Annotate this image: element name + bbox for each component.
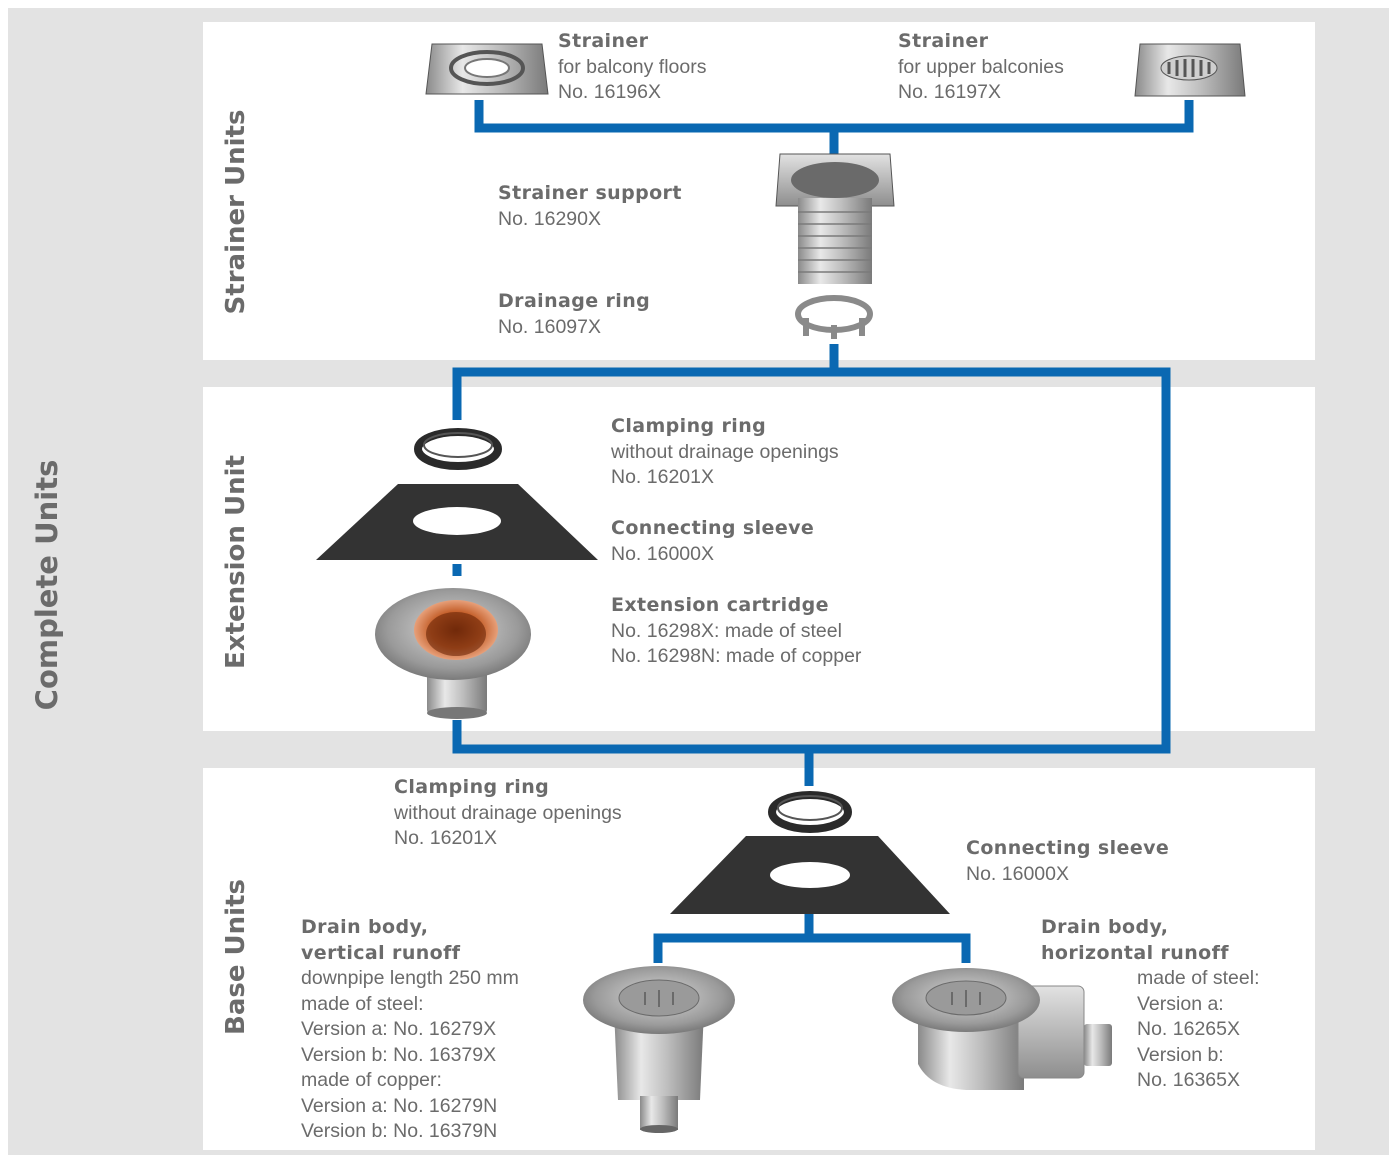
strainer-support-title: Strainer support: [498, 182, 682, 204]
drain-vertical-line: Version b: No. 16379N: [301, 1120, 498, 1142]
extension-cartridge-steel: No. 16298X: made of steel: [611, 619, 842, 642]
extension-connecting-sleeve-title: Connecting sleeve: [611, 517, 815, 539]
base-clamping-ring-image: [768, 791, 852, 833]
drain-vertical-label: Drain body, vertical runoff downpipe len…: [301, 915, 519, 1145]
extension-connecting-sleeve-number: No. 16000X: [611, 542, 714, 565]
drain-horizontal-line: Version b:: [1137, 1043, 1224, 1066]
extension-cartridge-label: Extension cartridge No. 16298X: made of …: [611, 593, 861, 670]
drain-vertical-line: made of steel:: [301, 992, 424, 1015]
drain-horizontal-title2: horizontal runoff: [1041, 941, 1229, 964]
drainage-ring-image: [795, 295, 873, 339]
drain-vertical-title2: vertical runoff: [301, 941, 461, 964]
strainer-balcony-title: Strainer: [558, 30, 649, 52]
drain-vertical-title1: Drain body,: [301, 916, 429, 938]
base-connecting-sleeve-number: No. 16000X: [966, 862, 1069, 885]
base-clamping-ring-line1: without drainage openings: [394, 801, 622, 824]
extension-cartridge-title: Extension cartridge: [611, 594, 829, 616]
strainer-support-image: [775, 153, 895, 284]
strainer-upper-image: [1134, 43, 1246, 97]
extension-clamping-ring-number: No. 16201X: [611, 466, 714, 488]
base-units-panel: [203, 768, 1315, 1150]
strainer-upper-line1: for upper balconies: [898, 55, 1064, 78]
drain-horizontal-image: [892, 968, 1112, 1090]
drainage-ring-label: Drainage ring No. 16097X: [498, 289, 650, 340]
drain-horizontal-line: No. 16265X: [1137, 1018, 1240, 1040]
strainer-upper-title: Strainer: [898, 30, 989, 52]
extension-clamping-ring-label: Clamping ring without drainage openings …: [611, 414, 839, 491]
drain-horizontal-line: made of steel:: [1137, 967, 1260, 989]
extension-cartridge-copper: No. 16298N: made of copper: [611, 645, 862, 667]
drain-vertical-line: Version a: No. 16279X: [301, 1018, 497, 1040]
drain-vertical-line: downpipe length 250 mm: [301, 967, 519, 989]
drain-horizontal-line: Version a:: [1137, 992, 1224, 1015]
drain-vertical-line: Version b: No. 16379X: [301, 1043, 497, 1066]
extension-connecting-sleeve-image: [316, 484, 598, 560]
drain-horizontal-line: No. 16365X: [1137, 1069, 1240, 1091]
strainer-balcony-line1: for balcony floors: [558, 55, 707, 78]
base-clamping-ring-title: Clamping ring: [394, 776, 550, 798]
base-clamping-ring-number: No. 16201X: [394, 827, 497, 849]
strainer-upper-number: No. 16197X: [898, 81, 1001, 103]
drain-horizontal-title-label: Drain body, horizontal runoff: [1041, 915, 1229, 966]
strainer-upper-label: Strainer for upper balconies No. 16197X: [898, 29, 1064, 106]
base-connecting-sleeve-title: Connecting sleeve: [966, 837, 1170, 859]
drain-vertical-line: Version a: No. 16279N: [301, 1094, 498, 1117]
strainer-support-number: No. 16290X: [498, 207, 601, 230]
strainer-units-panel: [203, 22, 1315, 360]
drain-horizontal-details: made of steel: Version a: No. 16265X Ver…: [1137, 966, 1259, 1094]
extension-connecting-sleeve-label: Connecting sleeve No. 16000X: [611, 516, 814, 567]
strainer-support-label: Strainer support No. 16290X: [498, 181, 682, 232]
extension-clamping-ring-title: Clamping ring: [611, 415, 767, 437]
base-connecting-sleeve-label: Connecting sleeve No. 16000X: [966, 836, 1169, 887]
drain-horizontal-title1: Drain body,: [1041, 916, 1169, 938]
base-clamping-ring-label: Clamping ring without drainage openings …: [394, 775, 622, 852]
drainage-ring-number: No. 16097X: [498, 315, 601, 338]
drain-vertical-image: [583, 966, 735, 1133]
extension-clamping-ring-image: [414, 428, 502, 470]
base-connecting-sleeve-image: [670, 836, 950, 914]
strainer-balcony-image: [425, 43, 549, 95]
strainer-balcony-number: No. 16196X: [558, 81, 661, 103]
extension-clamping-ring-line1: without drainage openings: [611, 440, 839, 463]
strainer-balcony-label: Strainer for balcony floors No. 16196X: [558, 29, 707, 106]
drain-vertical-line: made of copper:: [301, 1069, 442, 1091]
extension-cartridge-image: [375, 588, 531, 719]
connector-lines: [452, 100, 1194, 963]
drainage-ring-title: Drainage ring: [498, 290, 651, 312]
